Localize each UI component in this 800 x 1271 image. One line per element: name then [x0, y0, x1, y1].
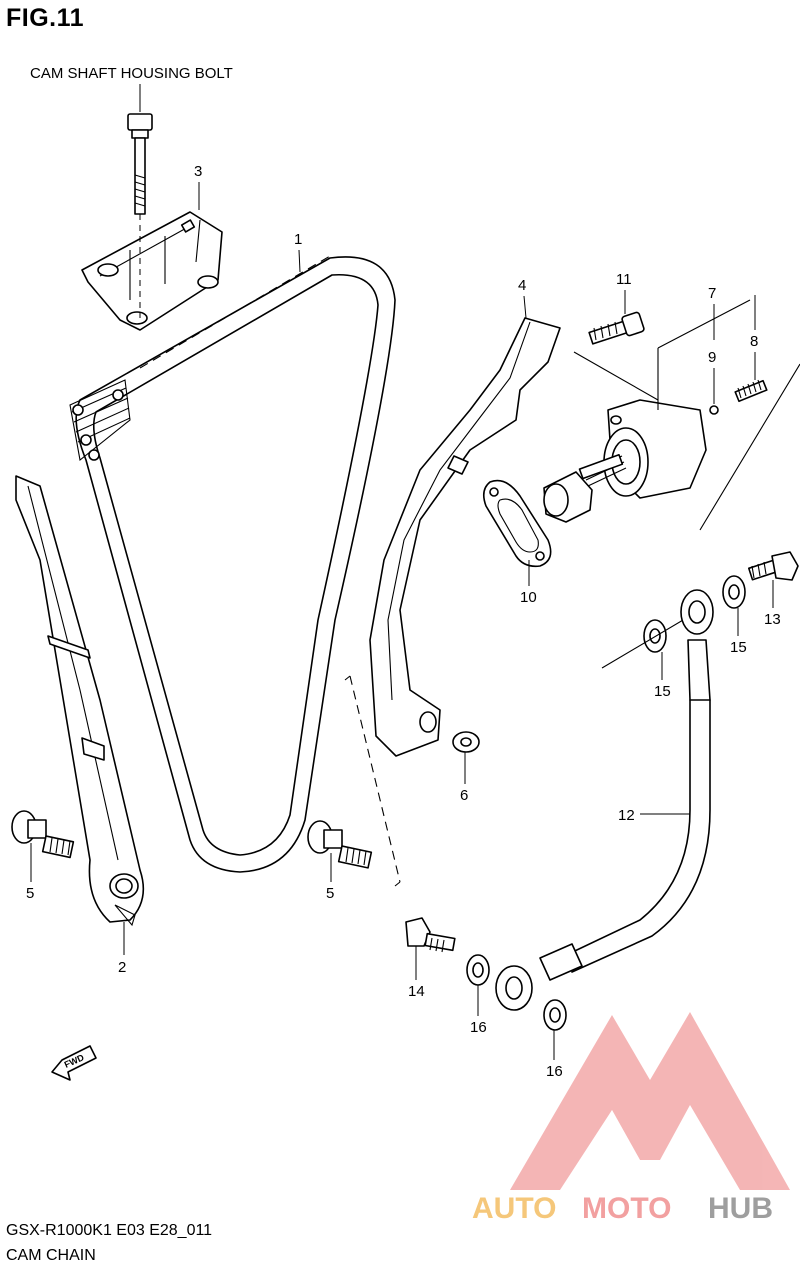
- cam-shaft-housing-bolt: [127, 113, 153, 215]
- svg-text:1: 1: [294, 231, 302, 248]
- axis-ticks: [344, 675, 401, 887]
- label-cam-shaft-housing-bolt: CAM SHAFT HOUSING BOLT: [30, 65, 233, 82]
- svg-text:6: 6: [460, 787, 468, 804]
- svg-text:16: 16: [470, 1019, 487, 1036]
- svg-text:2: 2: [118, 959, 126, 976]
- watermark-logo: [510, 1012, 790, 1190]
- svg-text:13: 13: [764, 611, 781, 628]
- svg-text:16: 16: [546, 1063, 563, 1080]
- tensioner-leaders: [573, 299, 751, 410]
- tensioner-assembly: [543, 399, 707, 523]
- part-9-ball: [709, 405, 719, 415]
- part-5-guide-bolt-right: [307, 820, 373, 869]
- part-11-bolt: [588, 311, 645, 345]
- svg-text:5: 5: [26, 885, 34, 902]
- callout-15-lower: 15: [654, 652, 671, 700]
- part-6-washer: [452, 731, 480, 753]
- callout-6: 6: [460, 752, 468, 804]
- part-12-oil-hose: [495, 589, 714, 1011]
- callout-11: 11: [616, 271, 632, 314]
- callout-5-left: 5: [26, 843, 34, 902]
- callout-1: 1: [294, 231, 302, 273]
- callout-7: 7: [708, 285, 716, 340]
- figure-title: FIG.11: [6, 4, 85, 32]
- watermark-wordmark: AUTO MOTO HUB: [472, 1192, 773, 1225]
- watermark-hub: HUB: [708, 1192, 773, 1225]
- callout-9: 9: [708, 349, 716, 404]
- part-13-union-bolt: [747, 551, 799, 581]
- svg-text:4: 4: [518, 277, 526, 294]
- part-1-cam-chain: [69, 255, 396, 873]
- callout-8: 8: [750, 295, 758, 380]
- svg-text:12: 12: [618, 807, 635, 824]
- part-10-gasket: [482, 479, 552, 568]
- part-15-washer-upper: [722, 575, 746, 609]
- watermark-moto: MOTO: [582, 1192, 671, 1225]
- svg-text:7: 7: [708, 285, 716, 302]
- svg-text:10: 10: [520, 589, 537, 606]
- part-14-union-bolt: [405, 917, 456, 953]
- part-2-chain-tensioner-guide: [15, 475, 145, 927]
- part-5-guide-bolt-left: [11, 810, 75, 859]
- fwd-arrow-icon: FWD: [51, 1045, 97, 1081]
- part-3-chain-guide-top: [81, 211, 223, 331]
- callout-14: 14: [408, 946, 425, 1000]
- guide-axis-line: [349, 675, 401, 883]
- watermark-auto: AUTO: [472, 1192, 556, 1225]
- svg-text:11: 11: [616, 271, 632, 288]
- svg-text:5: 5: [326, 885, 334, 902]
- svg-text:15: 15: [654, 683, 671, 700]
- svg-text:15: 15: [730, 639, 747, 656]
- callout-16-upper: 16: [470, 985, 487, 1036]
- footer-model-code: GSX-R1000K1 E03 E28_011: [6, 1222, 213, 1239]
- part-4-chain-guide: [369, 317, 561, 757]
- callout-4: 4: [518, 277, 527, 319]
- callout-13: 13: [764, 580, 781, 628]
- callout-2: 2: [118, 922, 126, 976]
- svg-text:8: 8: [750, 333, 758, 350]
- svg-text:9: 9: [708, 349, 716, 366]
- callout-5-right: 5: [326, 853, 334, 902]
- part-16-washer-upper: [466, 954, 490, 986]
- part-16-washer-lower: [543, 999, 567, 1031]
- callout-15-upper: 15: [730, 608, 747, 656]
- callout-10: 10: [520, 560, 537, 606]
- callout-16-lower: 16: [546, 1030, 563, 1080]
- part-8-spring: [734, 379, 768, 403]
- svg-text:3: 3: [194, 163, 202, 180]
- svg-text:14: 14: [408, 983, 425, 1000]
- callout-3: 3: [194, 163, 202, 210]
- footer-diagram-name: CAM CHAIN: [6, 1247, 96, 1264]
- callout-12: 12: [618, 807, 690, 824]
